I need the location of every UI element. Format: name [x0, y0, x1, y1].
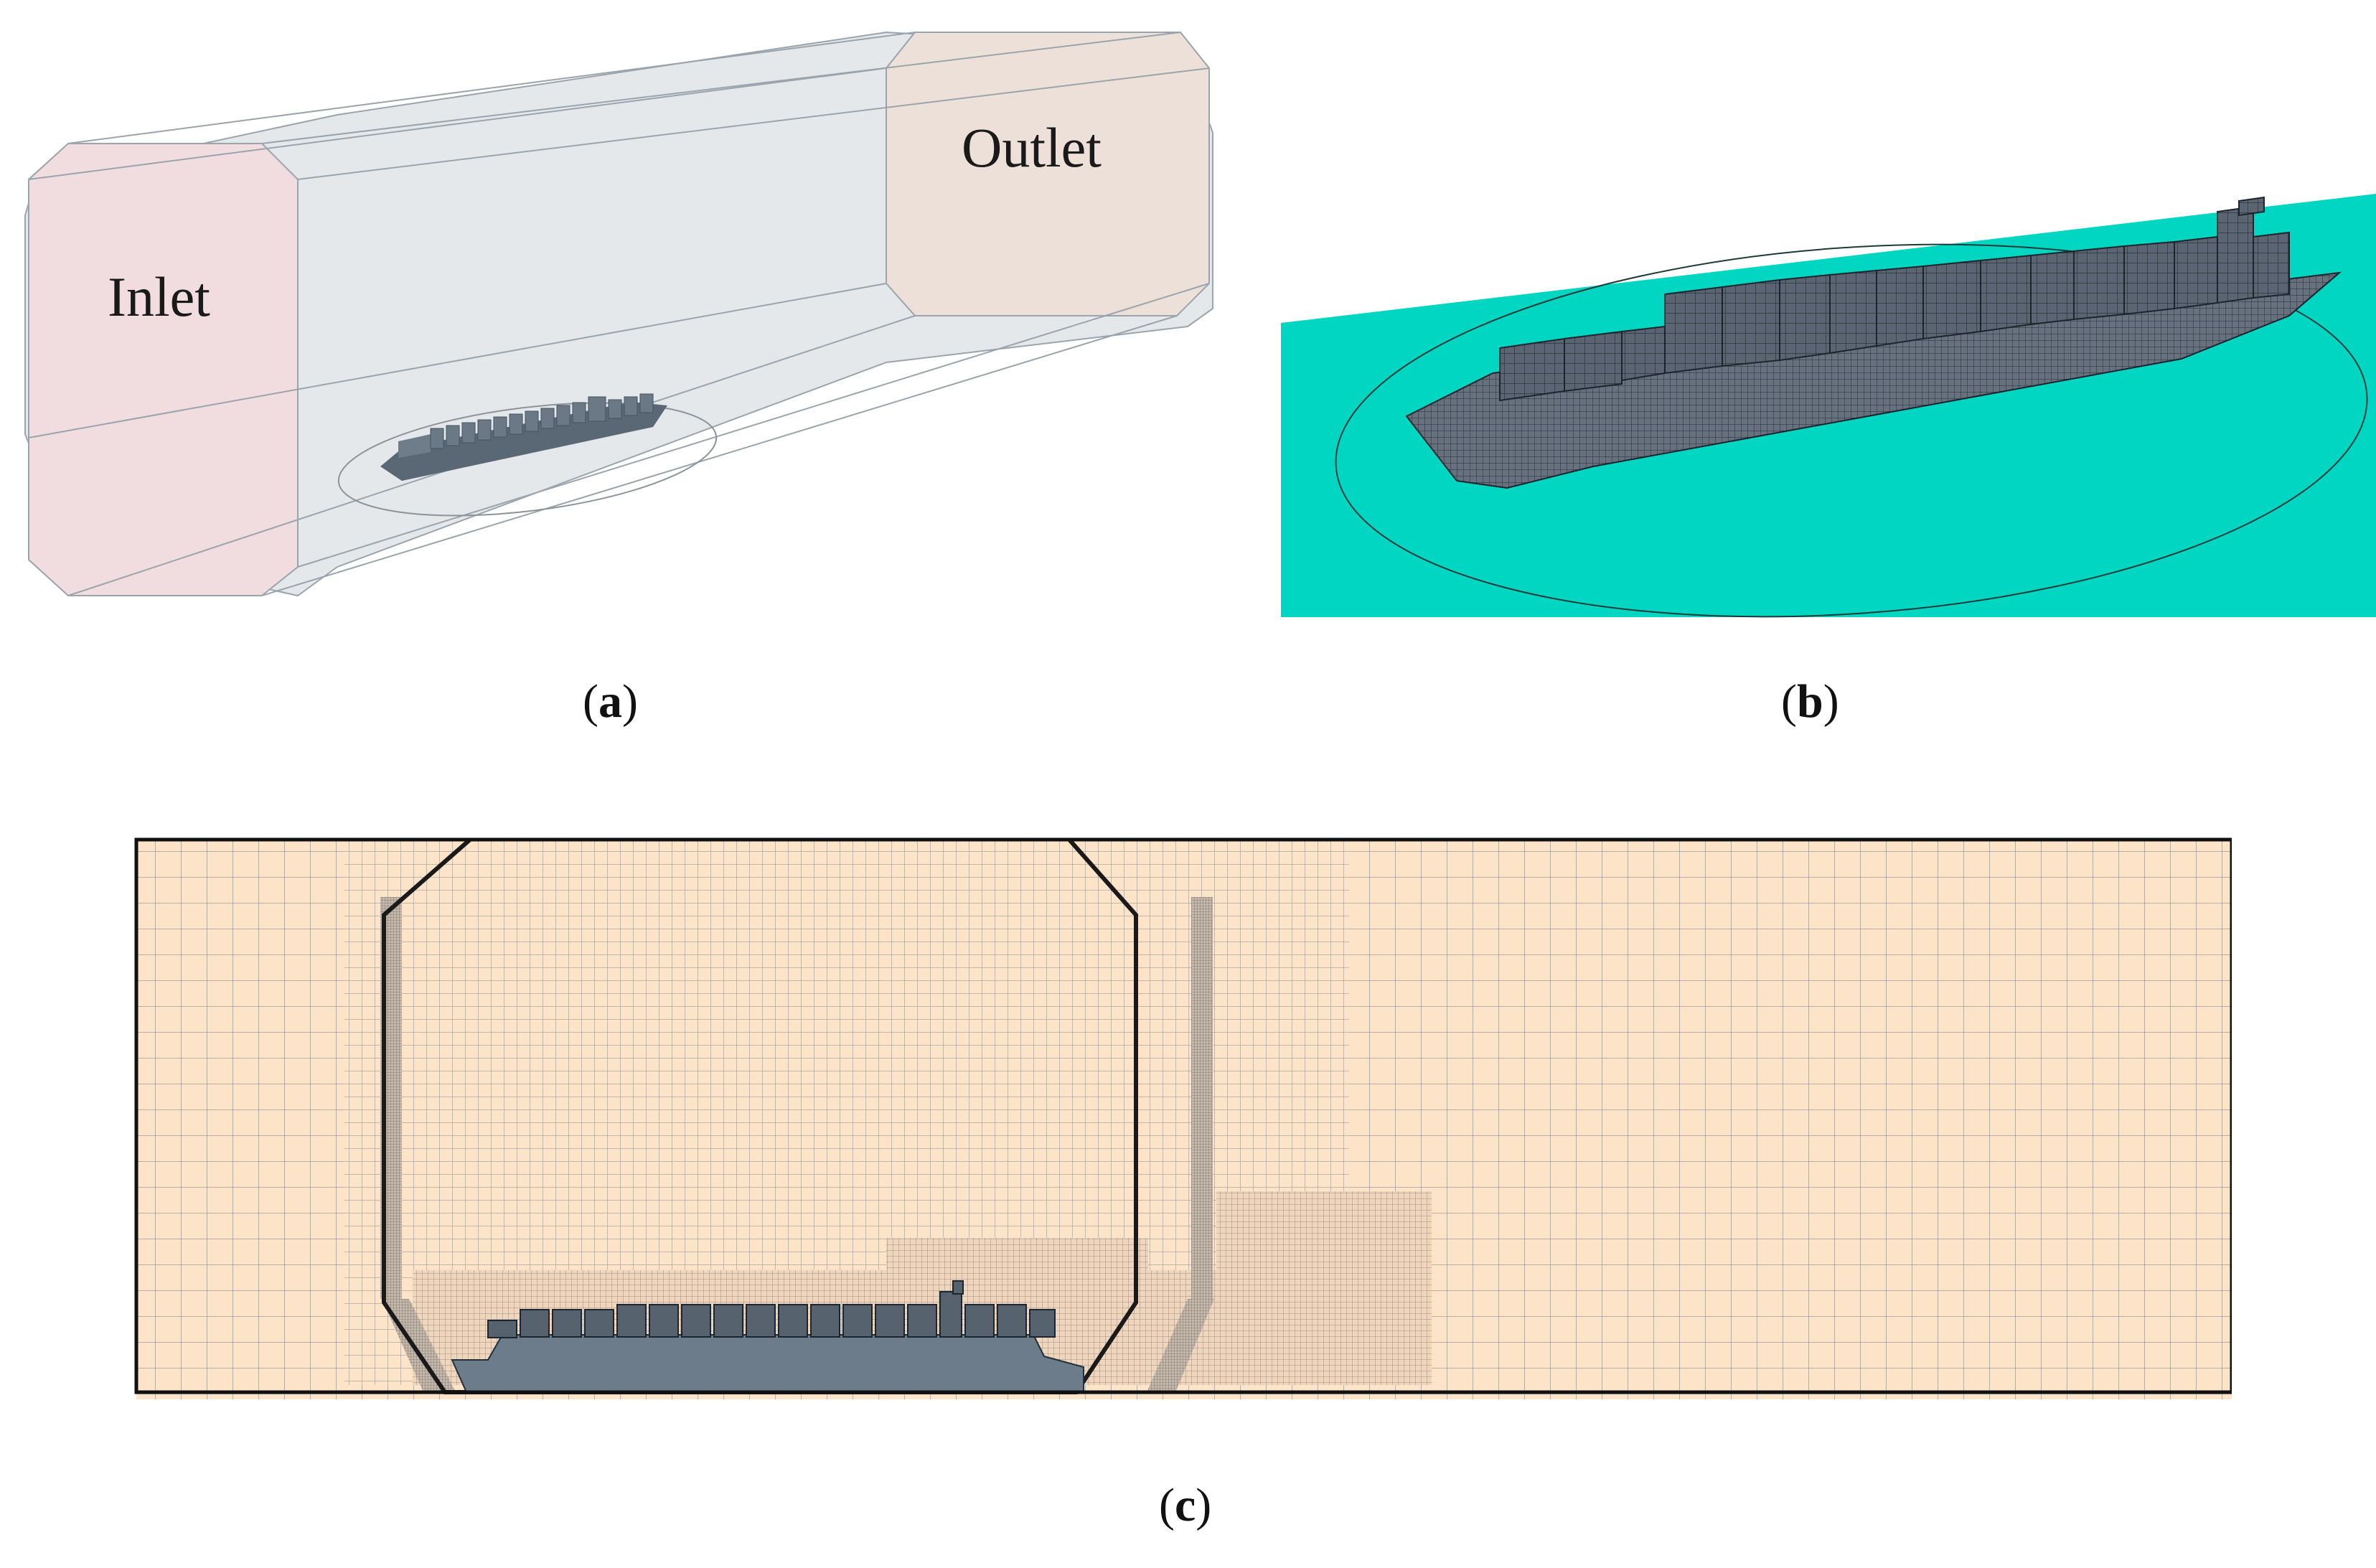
- refinement-ellipse-b: [1335, 243, 2368, 618]
- caption-c: (c): [1159, 1479, 1212, 1531]
- mesh-superstructure-zone: [886, 1238, 1148, 1274]
- caption-b-letter: b: [1796, 675, 1823, 728]
- outlet-label: Outlet: [962, 116, 1102, 179]
- ship-profile: [451, 1280, 1084, 1393]
- domain-outline: [134, 837, 2232, 1394]
- domain-3d-view: Inlet Outlet: [24, 31, 1213, 597]
- caption-a-letter: a: [598, 675, 622, 728]
- panel-c-volume-mesh: (c): [129, 825, 2232, 1531]
- caption-c-letter: c: [1174, 1479, 1196, 1531]
- panel-a-domain: Inlet Outlet (a): [0, 0, 1220, 728]
- panel-b-ship-mesh: (b): [1263, 172, 2376, 728]
- inlet-face: [28, 143, 299, 596]
- volume-mesh-view: [134, 837, 2232, 1399]
- domain-edges: [28, 32, 1210, 596]
- interface-refinement-band: [380, 897, 1214, 1392]
- ship-mesh-view: [1281, 194, 2376, 618]
- inlet-label: Inlet: [108, 266, 210, 328]
- caption-b: (b): [1781, 675, 1839, 728]
- ship-model: [380, 393, 667, 481]
- container-stacks: [1499, 196, 2290, 402]
- refinement-ellipse: [337, 402, 718, 517]
- caption-a: (a): [583, 675, 638, 728]
